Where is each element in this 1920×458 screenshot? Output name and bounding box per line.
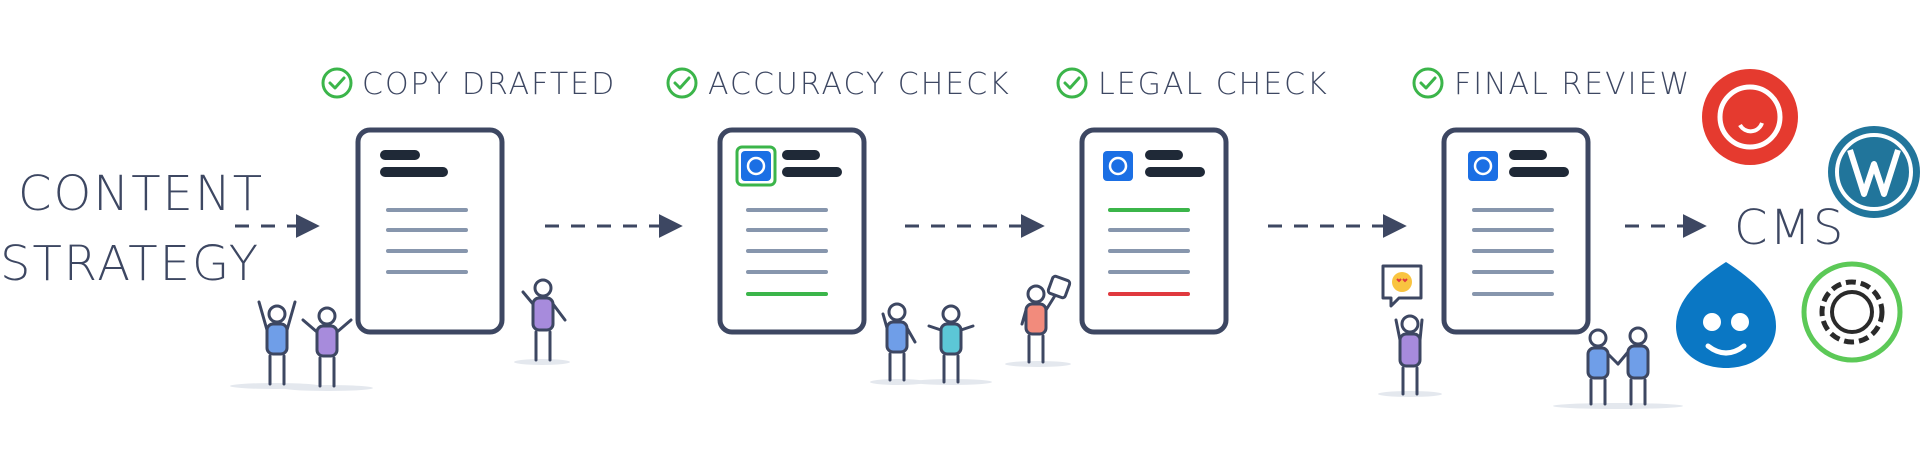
- heart-eyes-emoji-icon: [1392, 272, 1412, 292]
- document-card: [355, 127, 505, 335]
- document-card: [717, 127, 867, 335]
- drupal-logo: [1676, 262, 1776, 368]
- stage-copy-drafted: COPY DRAFTED: [230, 67, 616, 391]
- stage-label: FINAL REVIEW: [1454, 67, 1691, 102]
- person-cheering-right: [283, 306, 373, 391]
- person-waving: [514, 278, 570, 365]
- check-circle-icon: [1056, 67, 1088, 99]
- check-circle-icon: [1412, 67, 1444, 99]
- blue-circle-app-icon: [1468, 151, 1498, 181]
- person-thinking: [870, 302, 926, 385]
- stage-final-review: FINAL REVIEW: [1378, 67, 1691, 409]
- sitecore-logo: [1702, 69, 1798, 165]
- check-circle-icon: [321, 67, 353, 99]
- blue-circle-app-icon: [1103, 151, 1133, 181]
- stage-accuracy-check: ACCURACY CHECK: [666, 67, 1011, 385]
- stage-legal-check: LEGAL CHECK: [1005, 67, 1329, 367]
- check-circle-icon: [666, 67, 698, 99]
- person-holding-sign: [1005, 274, 1072, 367]
- stage-label: LEGAL CHECK: [1098, 67, 1329, 102]
- person-shrugging: [912, 304, 992, 385]
- source-label-line2: STRATEGY: [0, 236, 260, 292]
- person-cheering-left: [230, 300, 320, 389]
- stage-label: COPY DRAFTED: [362, 67, 616, 102]
- person-with-heart-eyes-bubble: [1378, 264, 1442, 397]
- adobe-experience-manager-logo: [1801, 261, 1903, 363]
- people-shaking-hands: [1553, 326, 1683, 409]
- document-card: [1079, 127, 1229, 335]
- document-card: [1441, 127, 1591, 335]
- source-label-line1: CONTENT: [18, 166, 264, 222]
- destination-label: CMS: [1734, 200, 1845, 256]
- stage-label: ACCURACY CHECK: [708, 67, 1011, 102]
- wordpress-logo: [1828, 126, 1920, 218]
- sign-icon: [1046, 274, 1072, 300]
